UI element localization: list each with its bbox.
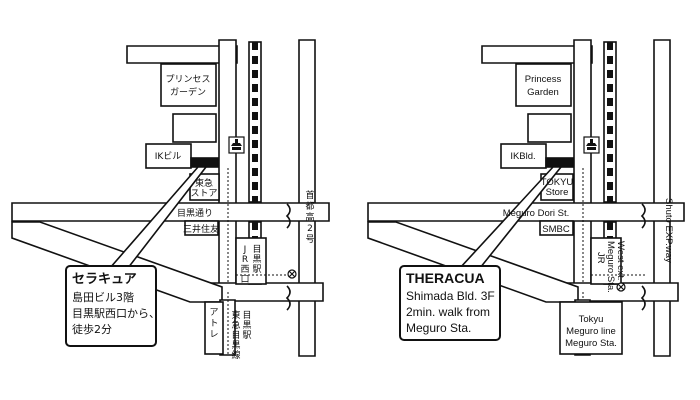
tokyu-line-label-1: Tokyu bbox=[579, 314, 604, 325]
vertical-char: R bbox=[242, 255, 248, 265]
vertical-char: 都 bbox=[305, 201, 314, 212]
princess-garden-label-2: ガーデン bbox=[170, 86, 206, 98]
right-map-labels: Princess Garden IKBld. TOKYU Store Megur… bbox=[406, 74, 674, 349]
atre-label: アトレ bbox=[209, 308, 218, 340]
callout-title: THERACUA bbox=[406, 270, 485, 286]
ik-building bbox=[145, 143, 192, 169]
vertical-char: ト bbox=[209, 319, 218, 329]
princess-garden-building bbox=[160, 63, 217, 107]
tokyu-store-label-1: 東急 bbox=[195, 177, 213, 189]
tokyu-line-label-2: Meguro line bbox=[566, 326, 616, 337]
exit-marker-icon bbox=[287, 269, 297, 279]
vertical-char: J bbox=[243, 245, 247, 255]
jr-station-label-col2: 目黒駅 bbox=[252, 244, 261, 275]
vertical-char: レ bbox=[209, 330, 218, 340]
ik-building bbox=[500, 143, 547, 169]
meguro-dori-label: Meguro Dori St. bbox=[503, 208, 570, 219]
princess-garden-label-1: Princess bbox=[525, 74, 562, 85]
vertical-char: 西 bbox=[240, 264, 249, 275]
callout-line-3: 徒歩2分 bbox=[72, 322, 112, 336]
ik-building-label: IKBld. bbox=[510, 151, 535, 162]
callout-box bbox=[399, 265, 501, 341]
atre-building bbox=[204, 301, 224, 355]
callout-line-1: 島田ビル3階 bbox=[72, 290, 134, 304]
callout-line-1: Shimada Bld. 3F bbox=[406, 289, 495, 303]
callout-line-2: 2min. walk from bbox=[406, 305, 490, 319]
vertical-char: 目 bbox=[242, 310, 251, 321]
jr-station-label-1: JR bbox=[595, 252, 606, 264]
vertical-char: 黒 bbox=[231, 340, 240, 351]
vertical-char: 2 bbox=[307, 224, 313, 234]
expressway-road bbox=[653, 39, 671, 357]
target-building bbox=[545, 157, 574, 168]
vertical-char: ア bbox=[209, 308, 218, 318]
left-map bbox=[11, 39, 330, 357]
vertical-char: 黒 bbox=[242, 320, 251, 331]
exit-marker-icon bbox=[616, 282, 626, 292]
callout-line-2: 目黒駅西口から、 bbox=[72, 307, 160, 320]
building-box bbox=[527, 113, 572, 143]
jr-station-building bbox=[590, 237, 622, 285]
building-box bbox=[172, 113, 217, 143]
tokyu-store-label-1: TOKYU bbox=[541, 177, 574, 188]
vertical-char: 駅 bbox=[242, 330, 251, 341]
smbc-building bbox=[539, 220, 574, 236]
jr-station-label-3: West ext. bbox=[615, 241, 626, 280]
expressway-label: Shuto EXP.way bbox=[663, 198, 674, 263]
tokyu-store-label-2: ストア bbox=[190, 189, 217, 199]
jr-station-label-2: Meguro Sta. bbox=[605, 241, 616, 293]
top-road bbox=[481, 45, 593, 64]
expressway-road bbox=[298, 39, 316, 357]
callout-title: セラキュア bbox=[72, 272, 137, 287]
target-building bbox=[190, 157, 219, 168]
vertical-char: 急 bbox=[231, 319, 240, 331]
vertical-char: 号 bbox=[305, 234, 314, 245]
right-map bbox=[367, 39, 685, 357]
meguro-dori-label: 目黒通り bbox=[177, 208, 213, 219]
ik-building-label: IKビル bbox=[155, 151, 182, 162]
tokyu-line-label-3: Meguro Sta. bbox=[565, 338, 617, 349]
vertical-char: 目 bbox=[252, 244, 261, 255]
vertical-char: 目 bbox=[231, 330, 240, 341]
tokyu-line-label-col2: 目黒駅 bbox=[242, 310, 251, 341]
vertical-char: 線 bbox=[231, 349, 240, 361]
vertical-char: 東 bbox=[231, 309, 240, 321]
tokyu-store-label-2: Store bbox=[546, 187, 569, 198]
meguro-dori-road bbox=[367, 202, 685, 222]
jr-station-building bbox=[235, 237, 267, 285]
mitsui-sumitomo-label: 三井住友 bbox=[183, 223, 219, 235]
vertical-char: 高 bbox=[305, 211, 314, 223]
shrine-icon bbox=[228, 136, 245, 154]
vertical-char: 首 bbox=[305, 189, 314, 201]
princess-garden-label-1: プリンセス bbox=[165, 74, 210, 85]
callout-box bbox=[65, 265, 157, 347]
tokyu-station-building bbox=[559, 301, 623, 355]
princess-garden-building bbox=[515, 63, 572, 107]
callout-line-3: Meguro Sta. bbox=[406, 321, 471, 335]
smbc-label: SMBC bbox=[542, 224, 570, 235]
top-road bbox=[126, 45, 238, 64]
shrine-icon bbox=[583, 136, 600, 154]
vertical-char: 駅 bbox=[252, 264, 261, 275]
mitsui-sumitomo-building bbox=[184, 220, 219, 236]
princess-garden-label-2: Garden bbox=[527, 87, 559, 98]
vertical-char: 黒 bbox=[252, 254, 261, 265]
vertical-char: 口 bbox=[240, 275, 249, 285]
